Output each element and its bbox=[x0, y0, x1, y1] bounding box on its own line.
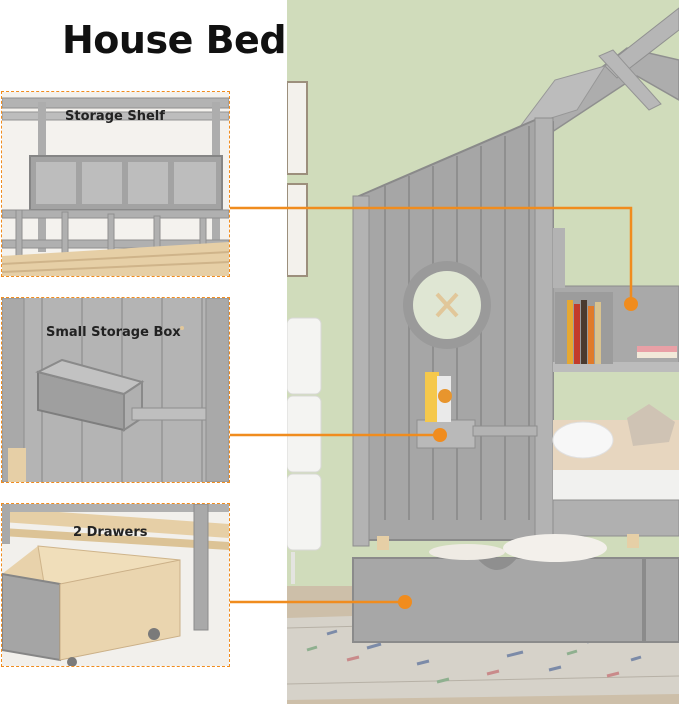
house-bed-illustration bbox=[287, 0, 679, 704]
feature-panel-storage-box: Small Storage Box bbox=[1, 297, 230, 483]
feature-panel-storage-shelf: Storage Shelf bbox=[1, 91, 230, 277]
feature-label-storage-shelf: Storage Shelf bbox=[65, 109, 165, 124]
storage-shelf-illustration bbox=[2, 92, 229, 276]
house-bed-scene bbox=[287, 0, 679, 704]
feature-label-storage-box: Small Storage Box bbox=[46, 325, 181, 340]
feature-label-drawers: 2 Drawers bbox=[73, 525, 148, 540]
storage-box-illustration bbox=[2, 298, 229, 482]
drawers-illustration bbox=[2, 504, 229, 666]
feature-panel-drawers: 2 Drawers bbox=[1, 503, 230, 667]
